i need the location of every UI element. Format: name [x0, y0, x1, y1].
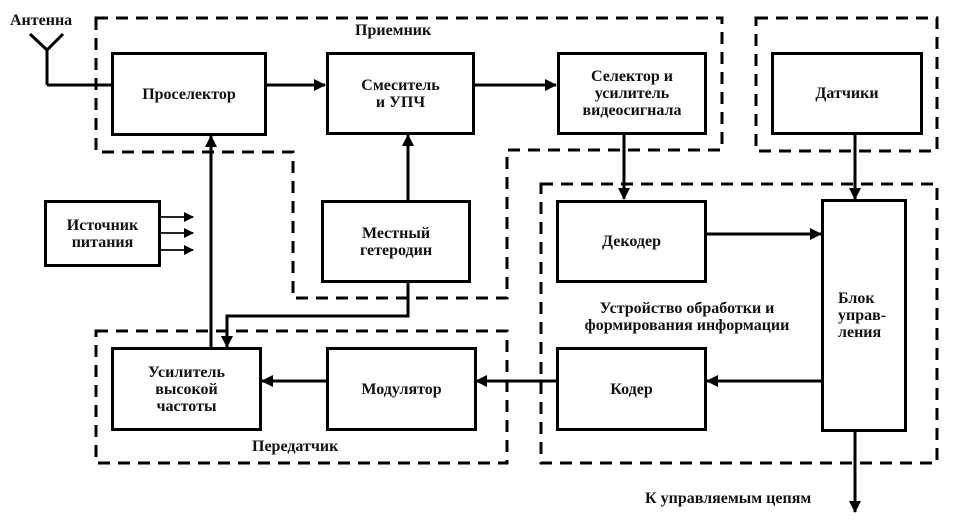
antenna-label: Антенна: [10, 12, 73, 29]
processing-group-label: Устройство обработки и формирования инфо…: [584, 300, 790, 334]
wire-lo-hfamp: [221, 282, 410, 348]
sensors-group-outline: [754, 16, 939, 153]
mixer-block: Смеситель и УПЧ: [326, 52, 475, 135]
sensors-block: Датчики: [771, 52, 923, 135]
control-unit-block: Блок управ- ления: [821, 199, 907, 432]
transmitter-group-outline: [94, 329, 509, 465]
preselector-block: Проселектор: [111, 52, 267, 136]
hf-amplifier-block: Усилитель высокой частоты: [111, 347, 262, 431]
decoder-block: Декодер: [556, 200, 707, 283]
power-supply-block: Источник питания: [44, 200, 161, 267]
modulator-block: Модулятор: [326, 347, 477, 431]
transmitter-group-label: Передатчик: [252, 438, 339, 455]
receiver-group-label: Приемник: [355, 22, 432, 39]
local-oscillator-block: Местный гетеродин: [321, 200, 471, 283]
processing-group-outline: [539, 182, 939, 465]
antenna-icon: [28, 32, 65, 85]
coder-block: Кодер: [556, 347, 707, 431]
video-selector-block: Селектор и усилитель видеосигнала: [557, 52, 707, 135]
output-label: К управляемым цепям: [645, 490, 812, 507]
receiver-group-outline: [94, 16, 724, 300]
